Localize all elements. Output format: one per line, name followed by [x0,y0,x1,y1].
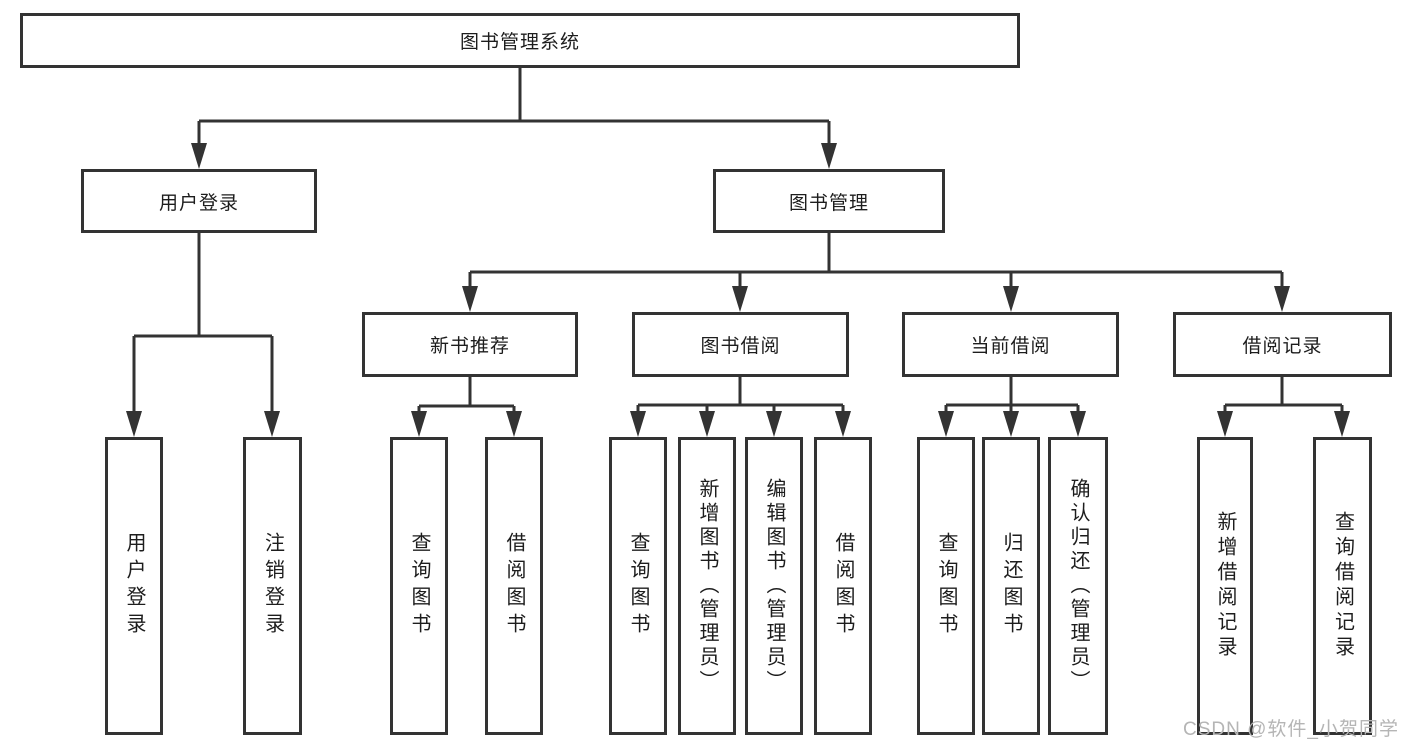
node-user-login-action: 用户登录 [105,437,163,735]
node-library-management-system: 图书管理系统 [20,13,1020,68]
node-logout-action: 注销登录 [243,437,302,735]
node-new-book-recommendation: 新书推荐 [362,312,578,377]
node-current-borrowing: 当前借阅 [902,312,1119,377]
node-br-add-record: 新增借阅记录 [1197,437,1253,735]
node-bb-query-books: 查询图书 [609,437,667,735]
node-cb-query-books: 查询图书 [917,437,975,735]
node-nb-borrow-books: 借阅图书 [485,437,543,735]
node-cb-return-books: 归还图书 [982,437,1040,735]
node-nb-query-books: 查询图书 [390,437,448,735]
node-bb-add-books-admin: 新增图书（管理员） [678,437,736,735]
node-book-management: 图书管理 [713,169,945,233]
node-user-login: 用户登录 [81,169,317,233]
node-borrowing-records: 借阅记录 [1173,312,1392,377]
node-br-query-record: 查询借阅记录 [1313,437,1372,735]
node-bb-borrow-books: 借阅图书 [814,437,872,735]
node-cb-confirm-return-admin: 确认归还（管理员） [1048,437,1108,735]
csdn-watermark: CSDN @软件_小贺同学 [1183,719,1399,740]
node-book-borrowing: 图书借阅 [632,312,849,377]
node-bb-edit-books-admin: 编辑图书（管理员） [745,437,803,735]
